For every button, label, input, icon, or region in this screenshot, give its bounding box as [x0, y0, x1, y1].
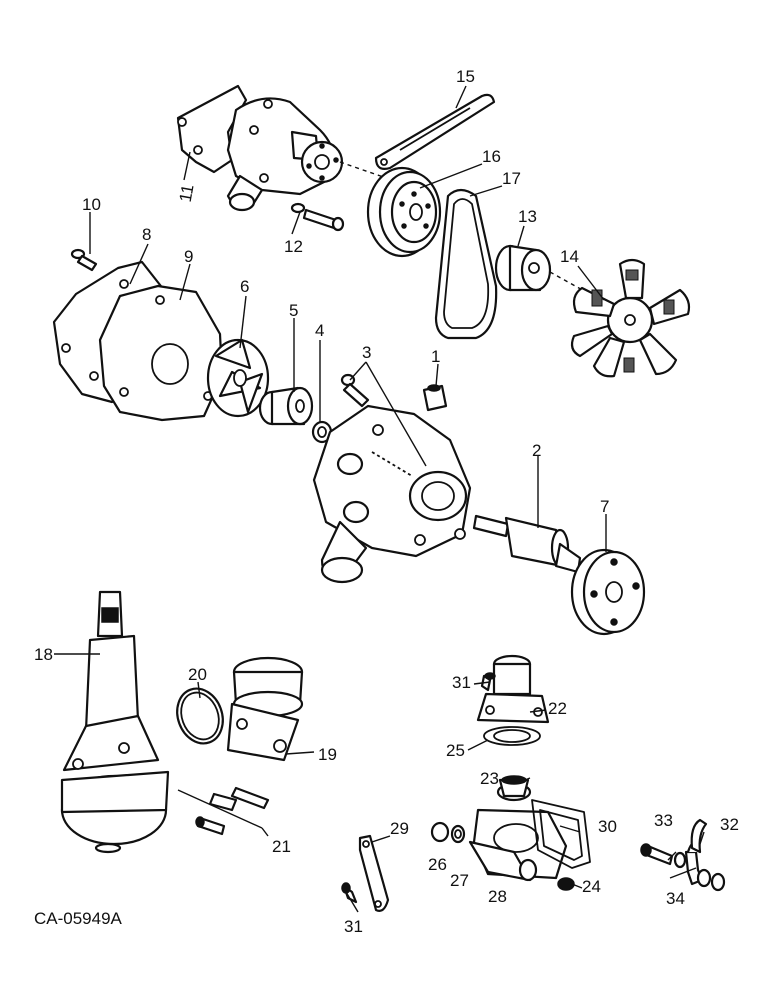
callout-28: 28	[488, 887, 507, 906]
callout-3: 3	[362, 343, 371, 362]
callout-19: 19	[318, 745, 337, 764]
callout-26: 26	[428, 855, 447, 874]
callout-1: 1	[431, 347, 440, 366]
callout-34: 34	[666, 889, 685, 908]
leader-lines	[54, 85, 705, 913]
impeller	[206, 338, 270, 418]
callout-6: 6	[240, 277, 249, 296]
callout-18: 18	[34, 645, 53, 664]
pump-shaft	[472, 514, 582, 574]
plug	[422, 384, 448, 412]
pump-top-assembly	[176, 84, 393, 232]
callout-16: 16	[482, 147, 501, 166]
bolt	[70, 248, 98, 272]
callout-25: 25	[446, 741, 465, 760]
callout-11: 11	[176, 183, 198, 204]
callout-31-top: 31	[452, 673, 471, 692]
pump-hub	[570, 548, 646, 636]
callout-labels: 1 2 3 4 5 6 7 8 9 10 11 12 13 14 15 16 1…	[34, 67, 739, 936]
cooling-fan	[570, 258, 691, 378]
callout-29: 29	[390, 819, 409, 838]
o-ring	[176, 687, 224, 745]
v-belt	[434, 188, 498, 340]
callout-32: 32	[720, 815, 739, 834]
callout-31-bottom: 31	[344, 917, 363, 936]
callout-17: 17	[502, 169, 521, 188]
callout-5: 5	[289, 301, 298, 320]
outlet-gasket	[531, 799, 591, 869]
oil-strainer	[226, 656, 304, 762]
pump-housing	[312, 404, 472, 584]
callout-2: 2	[532, 441, 541, 460]
mechanical-seal	[258, 386, 314, 426]
callout-23: 23	[480, 769, 499, 788]
oil-pump	[60, 590, 170, 854]
callout-14: 14	[560, 247, 579, 266]
callout-8: 8	[142, 225, 151, 244]
drawing-code: CA-05949A	[34, 909, 123, 928]
banjo-bolt	[640, 843, 687, 869]
callout-21: 21	[272, 837, 291, 856]
callout-33: 33	[654, 811, 673, 830]
callout-7: 7	[600, 497, 609, 516]
bolt-set	[195, 786, 270, 836]
callout-27: 27	[450, 871, 469, 890]
bolt	[340, 373, 370, 408]
callout-10: 10	[82, 195, 101, 214]
pulley	[366, 166, 442, 258]
bypass-hose	[684, 818, 726, 892]
callout-12: 12	[284, 237, 303, 256]
callout-20: 20	[188, 665, 207, 684]
callout-15: 15	[456, 67, 475, 86]
callout-9: 9	[184, 247, 193, 266]
callout-13: 13	[518, 207, 537, 226]
adjusting-bar	[374, 93, 496, 170]
water-outlet-base	[468, 808, 568, 882]
lifting-bracket	[341, 834, 390, 912]
plug	[557, 877, 575, 891]
drain-plug	[430, 821, 466, 844]
thermostat-gasket	[483, 726, 541, 746]
thermostat-housing	[476, 654, 550, 724]
callout-24: 24	[582, 877, 601, 896]
callout-4: 4	[315, 321, 324, 340]
callout-30: 30	[598, 817, 617, 836]
callout-22: 22	[548, 699, 567, 718]
pump-gasket	[98, 284, 224, 422]
thermostat	[496, 775, 532, 802]
